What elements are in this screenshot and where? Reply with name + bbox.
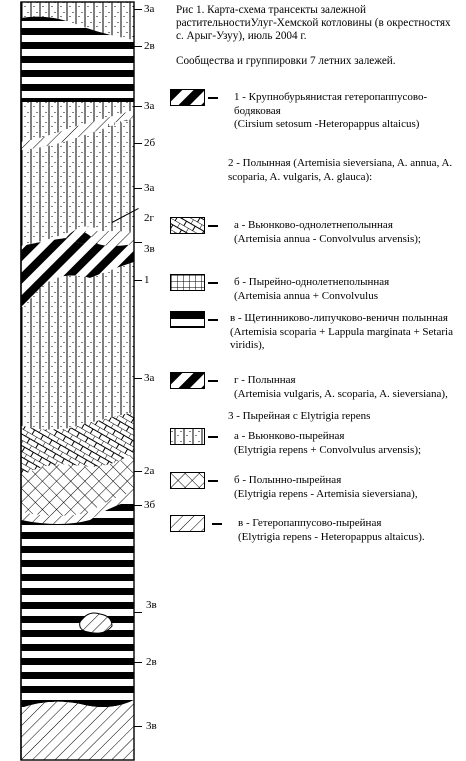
legend-swatch-3a	[170, 428, 205, 445]
zone-label: 2в	[146, 656, 157, 668]
zone-label: 2г	[144, 212, 155, 224]
zone-tick	[134, 505, 142, 506]
zone-label: 3а	[144, 182, 155, 194]
legend-dash	[212, 523, 222, 525]
legend-swatch-2a	[170, 217, 205, 234]
figure-caption: Рис 1. Карта-схема трансекты залежной ра…	[176, 4, 451, 42]
zone-label: 1	[144, 274, 150, 286]
zone-label: 2б	[144, 137, 156, 149]
zone-tick	[134, 726, 142, 727]
zone-label: 3б	[144, 499, 156, 511]
legend-item-1: 1 - Крупнобурьянистая гетеропаппусово-бо…	[234, 91, 428, 131]
zone-label: 3а	[144, 3, 155, 15]
zone-tick	[134, 612, 142, 613]
figure-subtitle: Сообщества и группировки 7 летних залеже…	[176, 55, 396, 67]
zone-label: 2а	[144, 465, 155, 477]
legend-group-3: 3 - Пырейная с Elytrigia repens	[228, 410, 371, 422]
legend-swatch-2g	[170, 372, 205, 389]
legend-swatch-3b	[170, 472, 205, 489]
zone-tick	[134, 378, 142, 379]
legend-item-3a: а - Вьюнково-пырейная (Elytrigia repens …	[234, 430, 422, 456]
legend-dash	[208, 436, 218, 438]
zone-tick	[134, 242, 142, 243]
transect-strip	[20, 1, 135, 761]
legend-dash	[208, 480, 218, 482]
zone-label: 3в	[144, 243, 155, 255]
zone-tick	[134, 280, 142, 281]
legend-dash	[208, 97, 218, 99]
legend-swatch-3v	[170, 515, 205, 532]
zone-label: 3а	[144, 100, 155, 112]
legend-item-2a: а - Вьюнково-однолетнеполынная (Artemisi…	[234, 219, 421, 245]
legend-item-2b: б - Пырейно-однолетнеполынная (Artemisia…	[234, 276, 390, 302]
zone-label: 3в	[146, 599, 157, 611]
zone-tick	[134, 188, 142, 189]
zone-label: 2в	[144, 40, 155, 52]
zone-tick	[134, 46, 142, 47]
legend-dash	[208, 225, 218, 227]
legend-item-2v: в - Щетинниково-липучково-веничн полынна…	[230, 312, 453, 352]
legend-item-3b: б - Полынно-пырейная (Elytrigia repens -…	[234, 474, 418, 500]
zone-label: 3в	[146, 720, 157, 732]
legend-dash	[208, 319, 218, 321]
legend-swatch-2b	[170, 274, 205, 291]
legend-swatch-2v	[170, 311, 205, 328]
zone-tick	[134, 662, 142, 663]
zone-tick	[134, 471, 142, 472]
legend-group-2: 2 - Полынная (Artemisia sieversiana, A. …	[228, 157, 453, 183]
zone-tick	[134, 143, 142, 144]
zone-label: 3а	[144, 372, 155, 384]
legend-swatch-1	[170, 89, 205, 106]
legend-item-3v: в - Гетеропаппусово-пырейная (Elytrigia …	[238, 517, 425, 543]
legend-item-2g: г - Полынная (Artemisia vulgaris, A. sco…	[234, 374, 448, 400]
zone-tick	[134, 9, 142, 10]
zone-tick	[134, 106, 142, 107]
legend-dash	[208, 380, 218, 382]
legend-dash	[208, 282, 218, 284]
